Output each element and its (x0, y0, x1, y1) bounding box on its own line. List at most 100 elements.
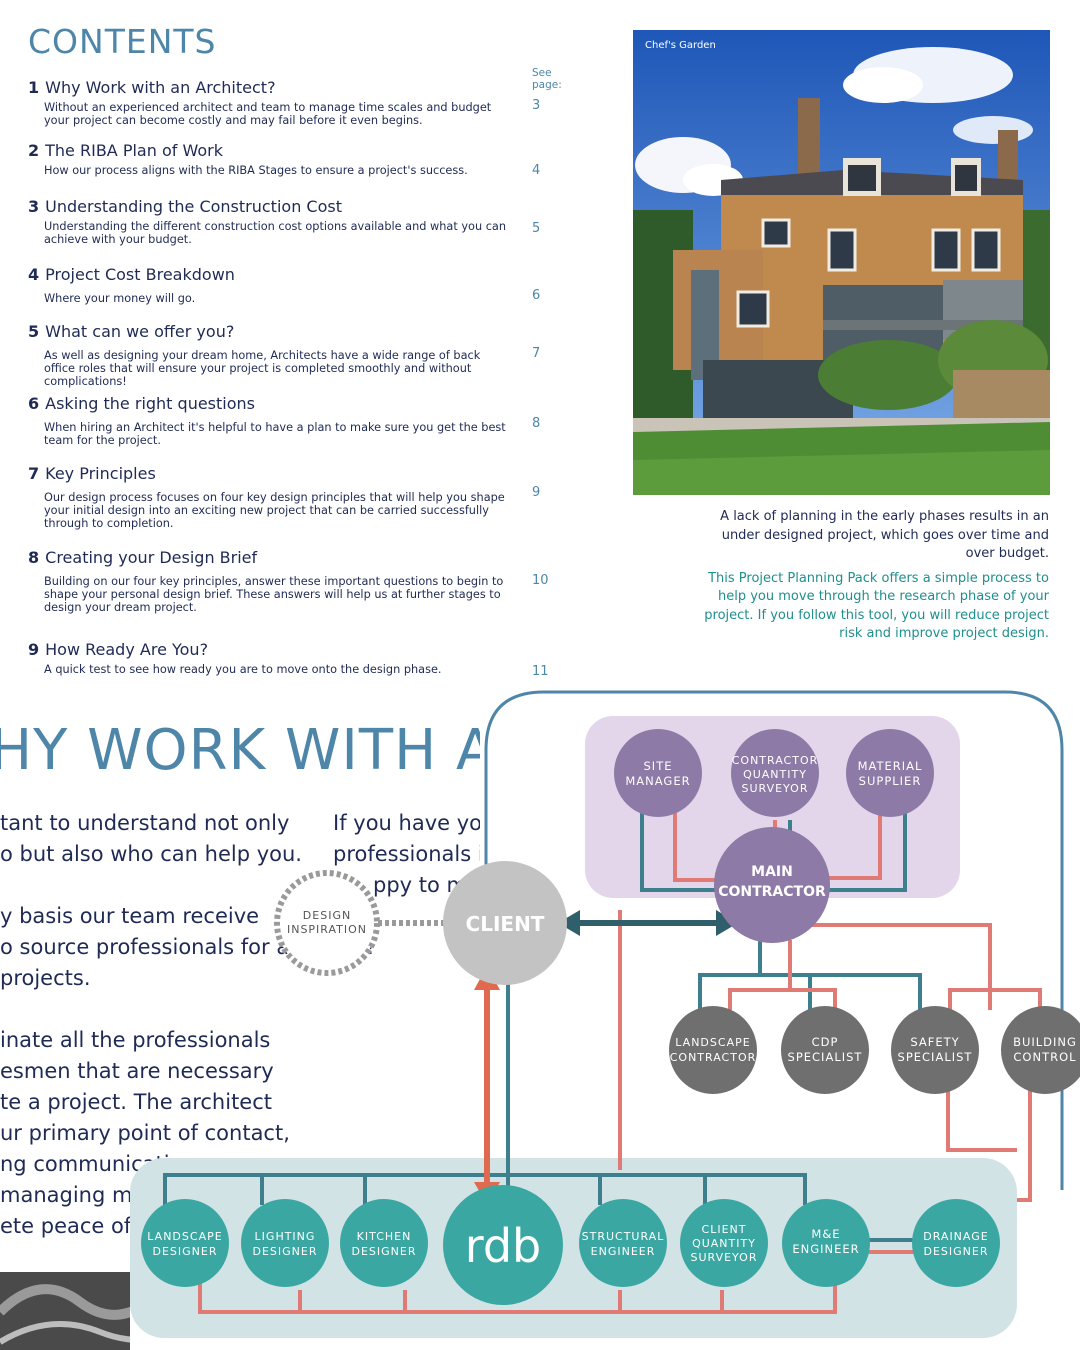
body-line: y basis our team receive (0, 904, 260, 928)
intro-paragraph-teal: This Project Planning Pack offers a simp… (704, 570, 1049, 642)
landscape-designer-node[interactable]: LANDSCAPE DESIGNER (141, 1199, 229, 1287)
body-line: te a project. The architect (0, 1090, 273, 1114)
node-label: STRUCTURAL (582, 1230, 665, 1243)
toc-number: 1 (28, 78, 40, 97)
toc-item[interactable]: 1 Why Work with an Architect? Without an … (28, 78, 558, 127)
toc-number: 7 (28, 464, 40, 483)
toc-title: Key Principles (45, 464, 156, 483)
node-label: CONTROL (1013, 1050, 1076, 1064)
site-manager-node[interactable]: SITE MANAGER (614, 729, 702, 817)
node-label: BUILDING (1013, 1035, 1077, 1049)
toc-description: As well as designing your dream home, Ar… (44, 349, 481, 388)
toc-number: 2 (28, 141, 40, 160)
rdb-node[interactable]: rdb (443, 1185, 563, 1305)
contractor-quantity-surveyor-node[interactable]: CONTRACTOR QUANTITY SURVEYOR (731, 729, 819, 817)
main-contractor-node[interactable]: MAIN CONTRACTOR (714, 827, 830, 943)
cdp-specialist-node[interactable]: CDP SPECIALIST (781, 1006, 869, 1094)
toc-title: Project Cost Breakdown (45, 265, 235, 284)
toc-number: 9 (28, 640, 40, 659)
toc-description: Without an experienced architect and tea… (44, 101, 492, 127)
node-label: CLIENT (466, 912, 545, 936)
toc-item[interactable]: 2 The RIBA Plan of Work How our process a… (28, 141, 558, 177)
body-line: projects. (0, 966, 91, 990)
node-label: LANDSCAPE (675, 1036, 750, 1049)
node-label: DESIGNER (924, 1245, 989, 1258)
m-and-e-engineer-node[interactable]: M&E ENGINEER (782, 1199, 870, 1287)
client-quantity-surveyor-node[interactable]: CLIENT QUANTITY SURVEYOR (680, 1199, 768, 1287)
body-line: o source professionals for a (0, 935, 290, 959)
node-label: DESIGN (303, 909, 351, 922)
toc-number: 5 (28, 322, 40, 341)
node-label: SUPPLIER (859, 774, 922, 788)
photo-caption: Chef's Garden (645, 40, 716, 51)
toc-description: Understanding the different construction… (44, 220, 507, 246)
lighting-designer-node[interactable]: LIGHTING DESIGNER (241, 1199, 329, 1287)
node-label: CONTRACTOR (670, 1051, 757, 1064)
toc-number: 6 (28, 394, 40, 413)
node-label: INSPIRATION (287, 923, 367, 936)
node-label: SAFETY (910, 1035, 959, 1049)
body-line: esmen that are necessary (0, 1059, 274, 1083)
node-label: CDP (812, 1035, 839, 1049)
design-inspiration-node[interactable]: DESIGN INSPIRATION (274, 870, 380, 976)
toc-page-number: 6 (532, 288, 541, 303)
house-photo-illustration (633, 30, 1050, 495)
intro-text: A lack of planning in the early phases r… (689, 508, 1049, 650)
toc-item[interactable]: 7 Key Principles Our design process focus… (28, 464, 558, 530)
body-line: o but also who can help you. (0, 842, 302, 866)
node-label: SITE (644, 759, 673, 773)
body-line: If you have yo (333, 811, 482, 835)
toc-title: Creating your Design Brief (45, 548, 258, 567)
body-text-col1: tant to understand not only o but also w… (0, 808, 302, 1242)
toc-title: Understanding the Construction Cost (45, 197, 342, 216)
node-label: LIGHTING (255, 1230, 316, 1243)
body-line: inate all the professionals (0, 1028, 271, 1052)
node-label: MATERIAL (858, 759, 923, 773)
toc-title: Asking the right questions (45, 394, 255, 413)
toc-title: Why Work with an Architect? (45, 78, 276, 97)
toc-title: The RIBA Plan of Work (45, 141, 223, 160)
node-label: ENGINEER (591, 1245, 656, 1258)
node-label: MAIN (751, 864, 793, 880)
structural-engineer-node[interactable]: STRUCTURAL ENGINEER (579, 1199, 667, 1287)
node-label: QUANTITY (743, 768, 807, 781)
toc-page-number: 5 (532, 221, 541, 236)
contents-title: CONTENTS (28, 22, 217, 61)
body-line: ete peace of (0, 1214, 132, 1238)
toc-page-number: 11 (532, 664, 549, 679)
node-label: DESIGNER (352, 1245, 417, 1258)
body-line: managing m (0, 1183, 133, 1207)
toc-title: How Ready Are You? (45, 640, 209, 659)
node-label: LANDSCAPE (147, 1230, 222, 1243)
section-heading: HY WORK WITH AN (0, 718, 539, 783)
toc-description: Our design process focuses on four key d… (44, 491, 505, 530)
house-photo: Chef's Garden (633, 30, 1050, 495)
material-supplier-node[interactable]: MATERIAL SUPPLIER (846, 729, 934, 817)
toc-description: How our process aligns with the RIBA Sta… (44, 164, 468, 177)
toc-description: Building on our four key principles, ans… (44, 575, 504, 614)
node-label: CLIENT (702, 1223, 747, 1236)
outer-frame (484, 690, 1064, 1190)
building-control-node[interactable]: BUILDING CONTROL (1001, 1006, 1080, 1094)
client-contractor-arrow (558, 910, 738, 936)
client-node[interactable]: CLIENT (443, 861, 567, 985)
design-team-panel (130, 1158, 1017, 1338)
node-label: CONTRACTOR (732, 754, 819, 767)
drainage-designer-node[interactable]: DRAINAGE DESIGNER (912, 1199, 1000, 1287)
node-label: CONTRACTOR (718, 884, 826, 900)
kitchen-designer-node[interactable]: KITCHEN DESIGNER (340, 1199, 428, 1287)
node-label: SPECIALIST (898, 1050, 973, 1064)
landscape-contractor-node[interactable]: LANDSCAPE CONTRACTOR (669, 1006, 757, 1094)
node-label: SURVEYOR (742, 782, 809, 795)
body-line: ur primary point of contact, (0, 1121, 290, 1145)
safety-specialist-node[interactable]: SAFETY SPECIALIST (891, 1006, 979, 1094)
body-line: tant to understand not only (0, 811, 290, 835)
toc-page-number: 9 (532, 485, 541, 500)
